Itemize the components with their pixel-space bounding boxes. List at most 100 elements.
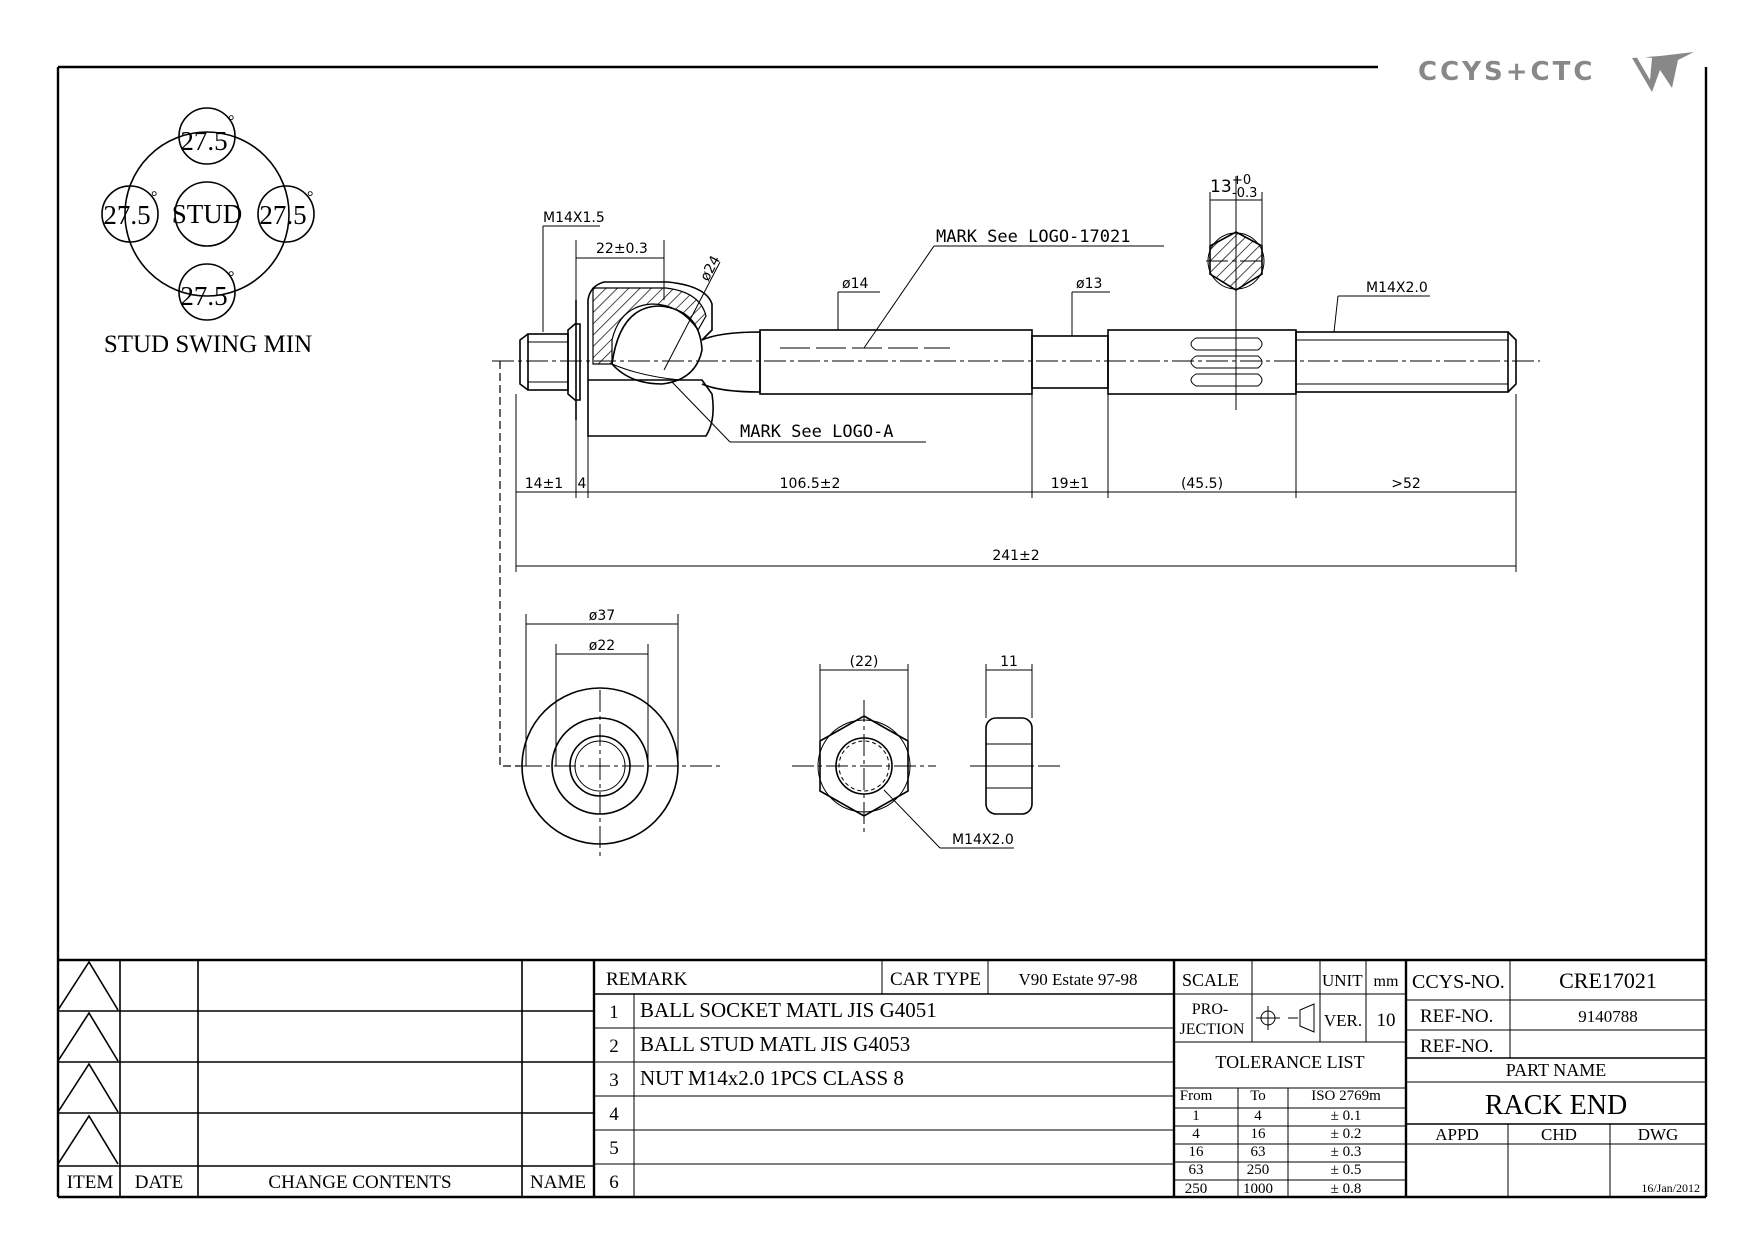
stud-swing-diagram: STUD 27.5 27.5 27.5 27.5 ° ° ° ° STUD SW… bbox=[101, 107, 315, 358]
ref-no-2-label: REF-NO. bbox=[1420, 1036, 1493, 1057]
ccys-no-label: CCYS-NO. bbox=[1412, 971, 1505, 993]
mark-bottom-label: MARK See LOGO-A bbox=[740, 422, 894, 442]
dwg-label: DWG bbox=[1638, 1125, 1679, 1144]
tolerance-cell: 63 bbox=[1189, 1162, 1204, 1178]
remark-text: NUT M14x2.0 1PCS CLASS 8 bbox=[640, 1066, 904, 1090]
rack-end-side-view bbox=[492, 176, 1540, 437]
remark-no: 2 bbox=[609, 1036, 619, 1057]
ball-dia-dim: ø24 bbox=[697, 253, 724, 284]
remark-no: 5 bbox=[609, 1138, 619, 1159]
projection-label: JECTION bbox=[1180, 1021, 1245, 1038]
dim-overall: 241±2 bbox=[992, 548, 1039, 564]
dim-106: 106.5±2 bbox=[780, 476, 841, 492]
revision-headers: ITEM DATE CHANGE CONTENTS NAME bbox=[67, 1172, 586, 1193]
scale-label: SCALE bbox=[1182, 970, 1239, 990]
part-name-value: RACK END bbox=[1485, 1090, 1627, 1121]
tolerance-cell: ± 0.5 bbox=[1331, 1162, 1362, 1178]
dim-4: 4 bbox=[578, 476, 587, 492]
tolerance-cell: 63 bbox=[1251, 1144, 1266, 1160]
projection-label: PRO- bbox=[1192, 1001, 1228, 1018]
projection-symbol-icon bbox=[1256, 1003, 1315, 1033]
part-name-label: PART NAME bbox=[1506, 1060, 1606, 1080]
mark-top-label: MARK See LOGO-17021 bbox=[936, 227, 1130, 247]
remark-table: REMARK CAR TYPE V90 Estate 97-98 1 BALL … bbox=[606, 969, 1137, 1193]
tolerance-cell: 1 bbox=[1192, 1108, 1200, 1124]
projection-line bbox=[499, 361, 520, 767]
nut-thickness-dim: 11 bbox=[1000, 654, 1018, 670]
tolerance-cell: ± 0.1 bbox=[1331, 1108, 1362, 1124]
thread-right-label: M14X2.0 bbox=[1366, 280, 1428, 296]
drawing-date: 16/Jan/2012 bbox=[1641, 1181, 1700, 1195]
tolerance-header: ISO 2769m bbox=[1311, 1088, 1381, 1104]
company-logo: CCYS+CTC bbox=[1418, 52, 1694, 92]
swing-angle-left: 27.5 bbox=[103, 200, 150, 230]
unit-label: UNIT bbox=[1322, 971, 1363, 990]
change-contents-header: CHANGE CONTENTS bbox=[268, 1172, 451, 1193]
remark-no: 4 bbox=[609, 1104, 619, 1125]
swing-angle-right: 27.5 bbox=[259, 200, 306, 230]
identification-block: CCYS-NO. CRE17021 REF-NO. 9140788 REF-NO… bbox=[1412, 968, 1700, 1195]
unit-value: mm bbox=[1374, 973, 1399, 990]
degree-mark: ° bbox=[307, 189, 313, 206]
nut-front-view: (22) M14X2.0 bbox=[792, 654, 1014, 849]
tolerance-cell: 1000 bbox=[1243, 1181, 1273, 1197]
flat-tol-top: +0 bbox=[1232, 173, 1251, 188]
tolerance-cell: 4 bbox=[1254, 1108, 1262, 1124]
remark-text: BALL STUD MATL JIS G4053 bbox=[640, 1032, 910, 1056]
dim-45: (45.5) bbox=[1181, 476, 1223, 492]
degree-mark: ° bbox=[228, 113, 234, 130]
stud-center-label: STUD bbox=[172, 199, 243, 229]
end-dia-inner: ø22 bbox=[589, 638, 615, 654]
tolerance-cell: ± 0.3 bbox=[1331, 1144, 1362, 1160]
tolerance-cell: ± 0.2 bbox=[1331, 1126, 1362, 1142]
name-header: NAME bbox=[530, 1172, 586, 1193]
title-block-grid bbox=[57, 958, 1706, 1197]
ver-label: VER. bbox=[1324, 1011, 1362, 1030]
socket-length-dim: 22±0.3 bbox=[596, 241, 648, 257]
tolerance-cell: 4 bbox=[1192, 1126, 1200, 1142]
ccys-no-value: CRE17021 bbox=[1559, 968, 1657, 993]
remark-no: 6 bbox=[609, 1172, 619, 1193]
dim-14: 14±1 bbox=[525, 476, 563, 492]
remark-title: REMARK bbox=[606, 969, 688, 990]
swing-angle-top: 27.5 bbox=[180, 126, 227, 156]
car-type-value: V90 Estate 97-98 bbox=[1019, 970, 1138, 989]
nut-width-dim: (22) bbox=[850, 654, 879, 670]
chd-label: CHD bbox=[1541, 1125, 1577, 1144]
car-type-label: CAR TYPE bbox=[890, 969, 981, 990]
end-view: ø37 ø22 bbox=[520, 608, 720, 860]
end-dia-outer: ø37 bbox=[589, 608, 615, 624]
remark-text: BALL SOCKET MATL JIS G4051 bbox=[640, 998, 937, 1022]
side-view-callouts: M14X1.5 22±0.3 ø24 ø14 ø13 MARK See LOGO… bbox=[542, 210, 1430, 443]
nut-side-view: 11 bbox=[970, 654, 1060, 815]
tolerance-cell: 250 bbox=[1247, 1162, 1270, 1178]
ver-value: 10 bbox=[1377, 1010, 1396, 1031]
tolerance-header: To bbox=[1250, 1088, 1266, 1104]
tolerance-cell: 16 bbox=[1189, 1144, 1205, 1160]
tolerance-cell: 16 bbox=[1251, 1126, 1267, 1142]
tolerance-title: TOLERANCE LIST bbox=[1215, 1052, 1364, 1072]
swing-angle-bottom: 27.5 bbox=[180, 281, 227, 311]
appd-label: APPD bbox=[1435, 1125, 1478, 1144]
tolerance-cell: 250 bbox=[1185, 1181, 1208, 1197]
degree-mark: ° bbox=[151, 189, 157, 206]
flat-tol-bottom: -0.3 bbox=[1232, 186, 1257, 201]
dim-19: 19±1 bbox=[1051, 476, 1089, 492]
ref-no-label: REF-NO. bbox=[1420, 1006, 1493, 1027]
scale-tolerance-block: SCALE UNIT mm PRO- JECTION VER. 10 TOLER… bbox=[1180, 970, 1399, 1197]
date-header: DATE bbox=[135, 1172, 184, 1193]
flat-width-dim: 13 bbox=[1210, 177, 1232, 197]
tolerance-header: From bbox=[1180, 1088, 1213, 1104]
ref-no-value: 9140788 bbox=[1578, 1007, 1638, 1026]
shaft-dia-13: ø13 bbox=[1076, 276, 1102, 292]
nut-thread-label: M14X2.0 bbox=[952, 832, 1014, 848]
flat-section-view: 13 +0 -0.3 bbox=[1206, 173, 1266, 291]
degree-mark: ° bbox=[228, 269, 234, 286]
dim-52: >52 bbox=[1391, 476, 1421, 492]
brand-mark-icon bbox=[1632, 52, 1694, 92]
logo-text: CCYS+CTC bbox=[1418, 57, 1595, 87]
thread-left-label: M14X1.5 bbox=[543, 210, 605, 226]
remark-no: 1 bbox=[609, 1002, 619, 1023]
remark-no: 3 bbox=[609, 1070, 619, 1091]
